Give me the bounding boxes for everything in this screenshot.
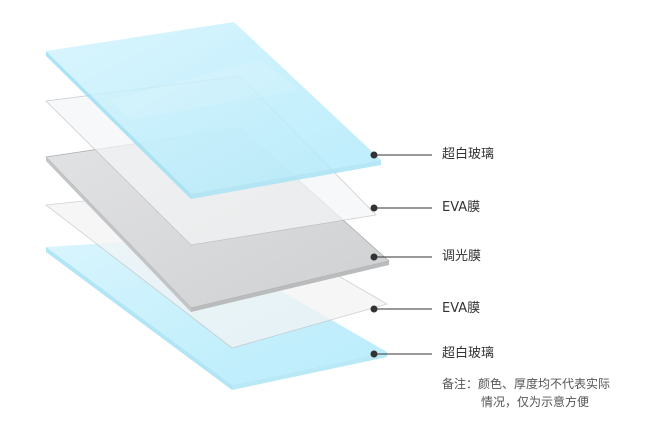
note-line-2: 情况，仅为示意方便 [481, 395, 590, 409]
leader-dot-glass-top [370, 151, 378, 159]
label-eva-top: EVA膜 [442, 200, 481, 215]
leader-dot-eva-top [370, 204, 378, 212]
glass-top-layer [46, 22, 381, 199]
leader-dot-glass-bottom [370, 350, 378, 358]
note-line-1: 备注：颜色、厚度均不代表实际 [442, 377, 611, 391]
label-light-film: 调光膜 [442, 249, 482, 264]
disclaimer-note: 备注：颜色、厚度均不代表实际 情况，仅为示意方便 [442, 375, 610, 411]
leader-dot-light-film [370, 253, 378, 261]
label-glass-bottom: 超白玻璃 [442, 346, 495, 361]
leader-lines [370, 151, 432, 358]
label-glass-top: 超白玻璃 [442, 147, 495, 162]
label-eva-bottom: EVA膜 [442, 301, 481, 316]
leader-dot-eva-bottom [370, 305, 378, 313]
